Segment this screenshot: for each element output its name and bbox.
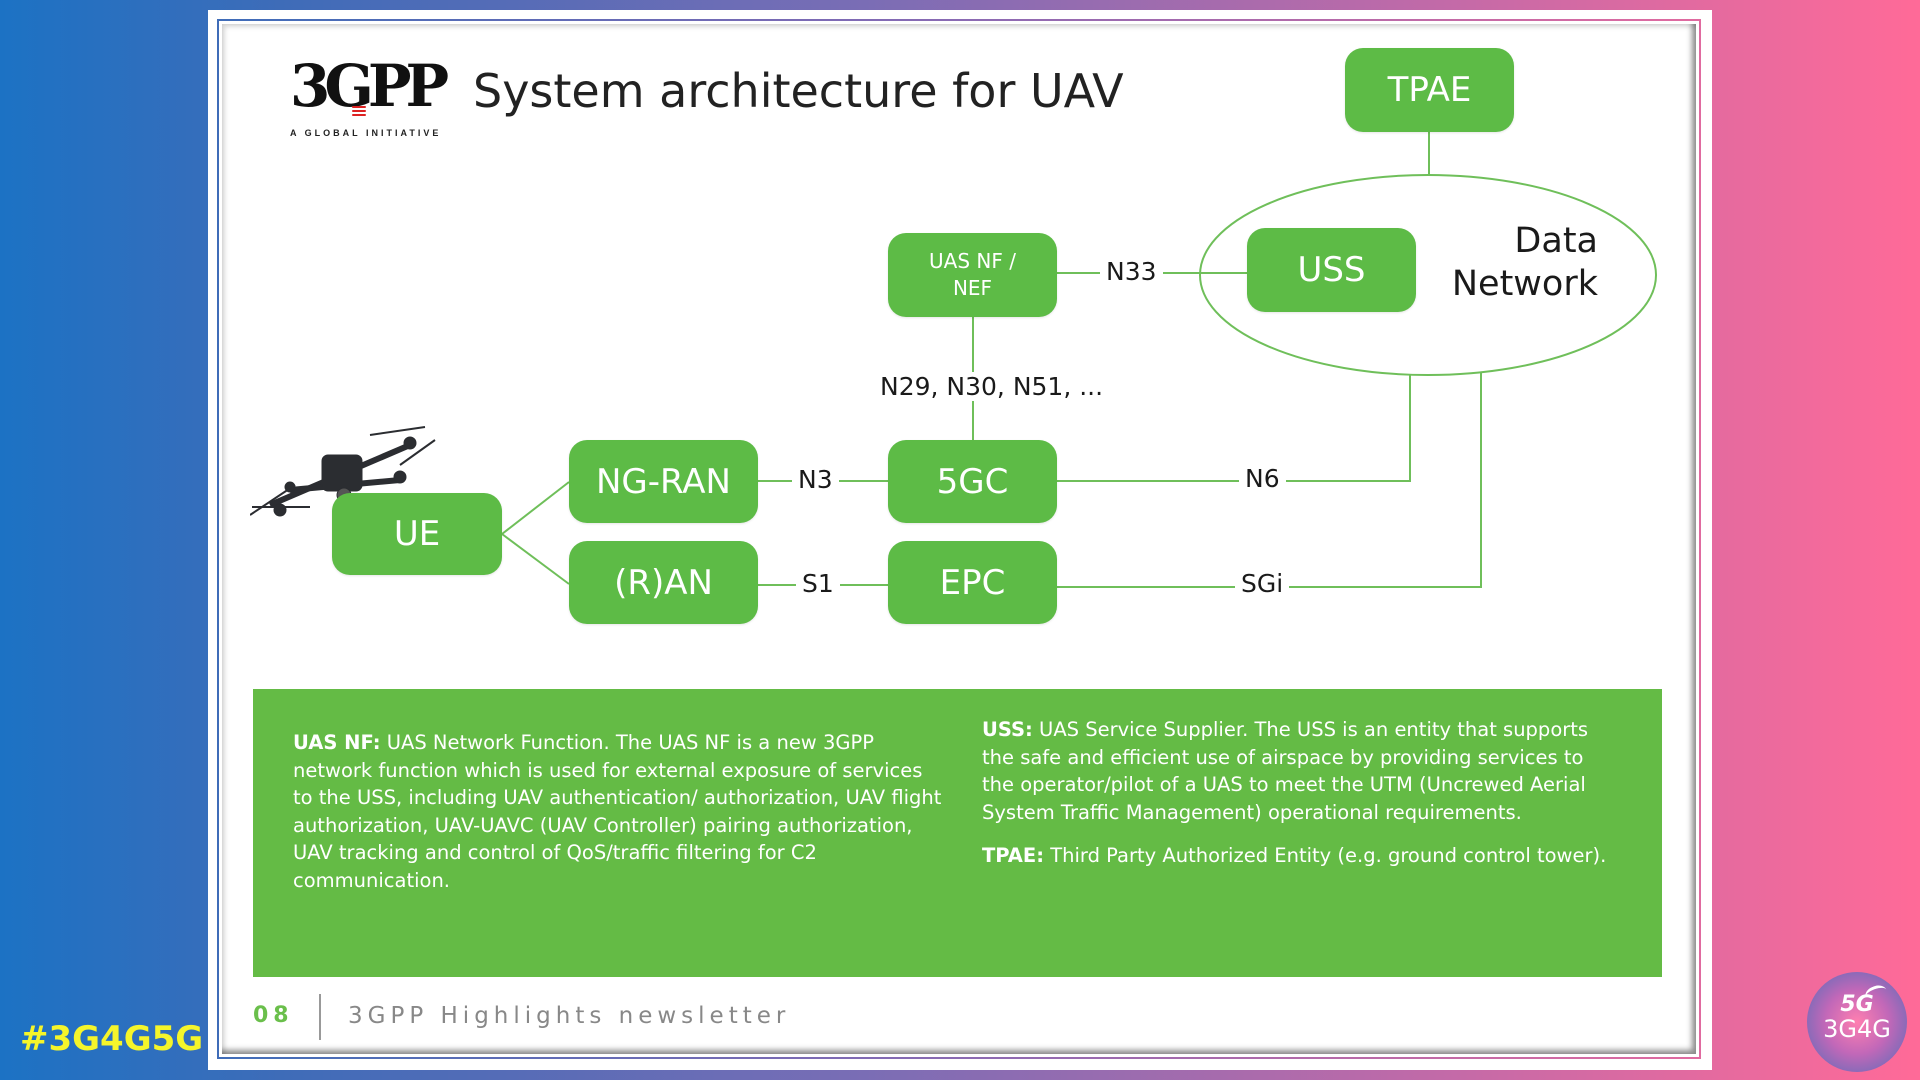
n33-label: N33 [1100, 257, 1163, 286]
uss-term: USS: [982, 718, 1033, 741]
page-number: 08 [253, 1003, 294, 1028]
ng-ran-node: NG-RAN [569, 440, 758, 523]
tpae-text: Third Party Authorized Entity (e.g. grou… [1044, 844, 1607, 867]
uss-text: UAS Service Supplier. The USS is an enti… [982, 718, 1589, 824]
slide-title: System architecture for UAV [473, 64, 1124, 118]
n29-n30-n51-label: N29, N30, N51, ... [874, 372, 1110, 401]
tpae-term: TPAE: [982, 844, 1045, 867]
tpae-definition: TPAE: Third Party Authorized Entity (e.g… [982, 842, 1612, 870]
s1-label: S1 [796, 569, 840, 598]
signal-waves-icon [352, 104, 366, 118]
data-network-label: Data Network [1450, 220, 1598, 306]
5gc-node: 5GC [888, 440, 1057, 523]
uas-nf-definition: UAS NF: UAS Network Function. The UAS NF… [293, 729, 943, 894]
uss-node: USS [1247, 228, 1416, 312]
3gpp-logo: 3GPP A GLOBAL INITIATIVE [290, 52, 449, 142]
uas-nf-text: UAS Network Function. The UAS NF is a ne… [293, 731, 942, 892]
footer-divider [319, 994, 321, 1040]
3g4g-logo: 5G 3G4G [1807, 972, 1907, 1072]
brand-3g4g: 3G4G [1823, 1015, 1891, 1043]
ran-node: (R)AN [569, 541, 758, 624]
sgi-label: SGi [1235, 569, 1290, 598]
data-network-line1: Data [1514, 221, 1598, 261]
tpae-node: TPAE [1345, 48, 1514, 132]
n6-label: N6 [1239, 464, 1286, 493]
hashtag-watermark: #3G4G5G [20, 1019, 204, 1059]
uss-definition: USS: UAS Service Supplier. The USS is an… [982, 716, 1612, 826]
n3-label: N3 [792, 465, 839, 494]
drone-icon [250, 426, 436, 517]
data-network-line2: Network [1451, 264, 1598, 304]
brand-5g: 5G [1840, 992, 1874, 1017]
nef-label: NEF [952, 276, 993, 300]
uas-nf-term: UAS NF: [293, 731, 381, 754]
definitions-panel: UAS NF: UAS Network Function. The UAS NF… [253, 689, 1662, 977]
uas-nf-nef-node: UAS NF / NEF [888, 233, 1057, 317]
logo-tagline: A GLOBAL INITIATIVE [290, 128, 442, 138]
publication-name: 3GPP Highlights newsletter [348, 1003, 791, 1029]
uas-nf-label: UAS NF / [929, 249, 1016, 273]
ue-node: UE [332, 493, 502, 575]
epc-node: EPC [888, 541, 1057, 624]
logo-mark: 3GPP [290, 52, 449, 120]
uss-tpae-definitions: USS: UAS Service Supplier. The USS is an… [982, 716, 1612, 870]
